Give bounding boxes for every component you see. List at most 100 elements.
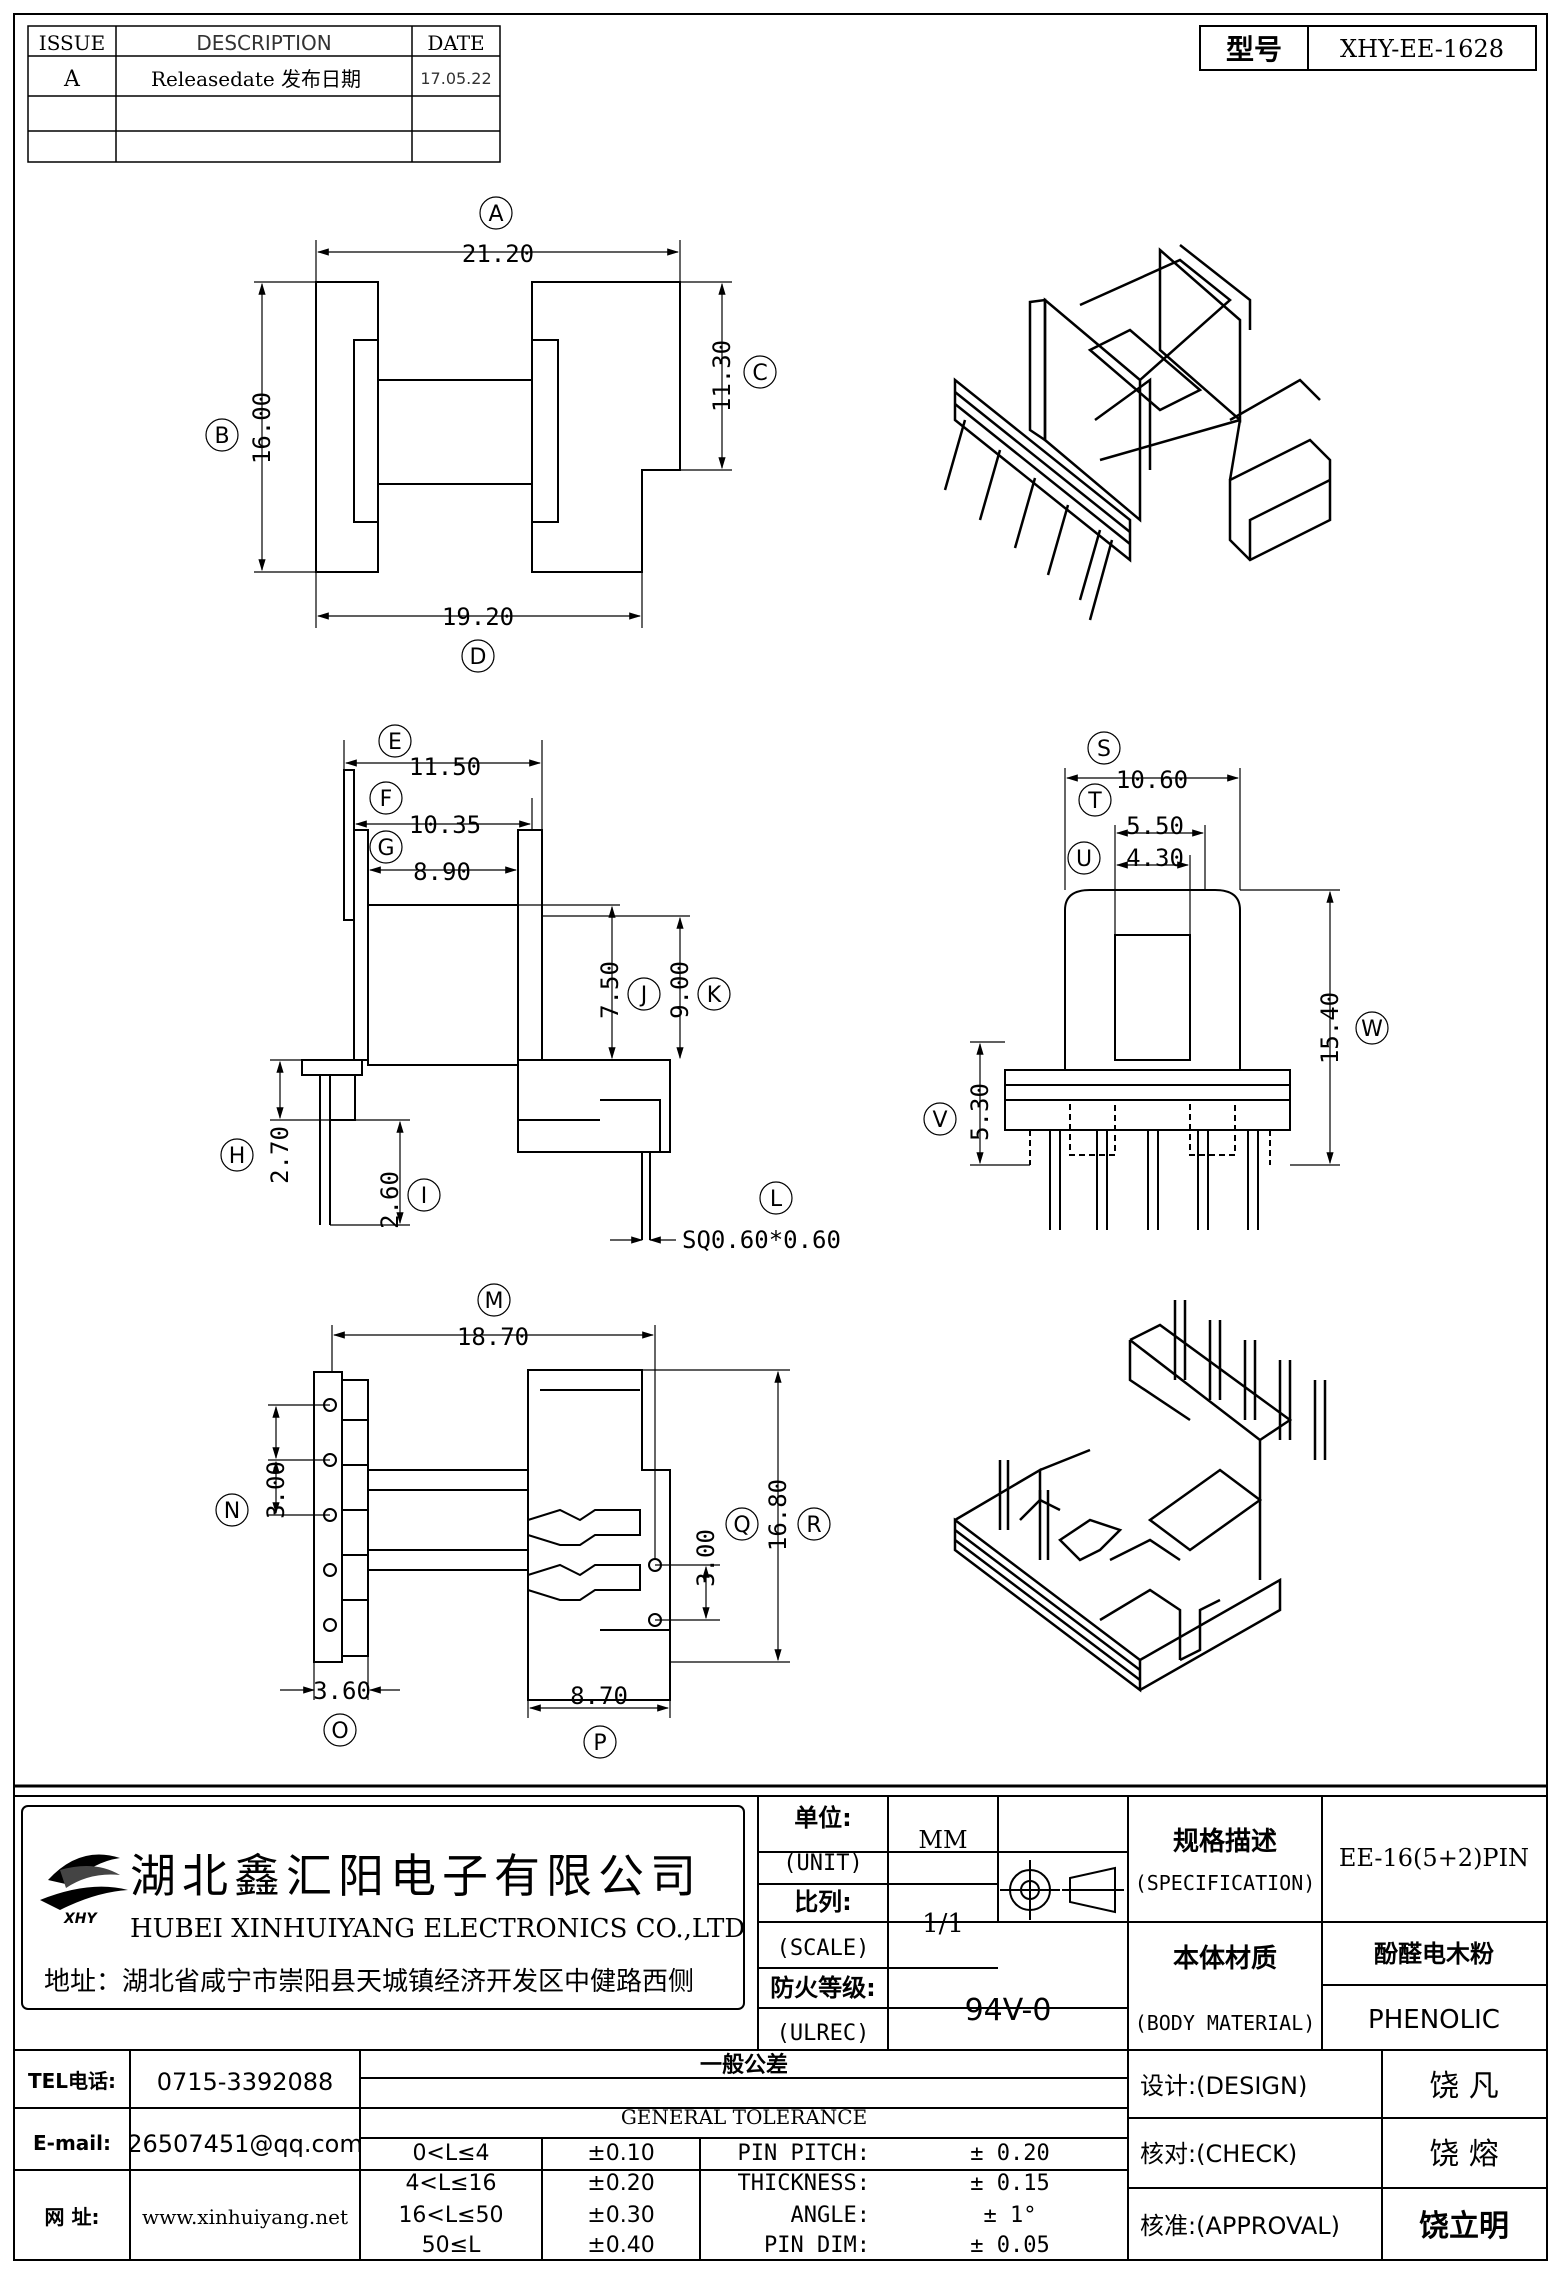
callout-f: F — [369, 781, 403, 815]
callout-e: E — [378, 724, 412, 758]
callout-n: N — [215, 1493, 249, 1527]
svg-text:K: K — [707, 983, 722, 1008]
callout-q: Q — [725, 1507, 759, 1541]
projection-symbol-icon — [1000, 1860, 1124, 1920]
dim-u-value: 4.30 — [1126, 844, 1184, 872]
dim-b-value: 16.00 — [248, 392, 276, 464]
dim-s-value: 10.60 — [1116, 766, 1188, 794]
svg-text:A: A — [488, 202, 503, 227]
callouts: A B C D E F G J K H I L S T U V W M N Q … — [205, 196, 1389, 1759]
svg-text:O: O — [331, 1719, 348, 1744]
callout-m: M — [477, 1283, 511, 1317]
dim-n-value: 3.00 — [262, 1461, 290, 1519]
side-view-dims — [270, 740, 690, 1244]
callout-r: R — [797, 1507, 831, 1541]
tol-value-0: ±0.10 — [587, 2141, 654, 2166]
rev-row-issue: A — [63, 67, 81, 92]
email-label: E-mail: — [33, 2131, 111, 2155]
callout-i: I — [407, 1178, 441, 1212]
web-label: 网 址: — [45, 2205, 100, 2229]
design-name: 饶 凡 — [1429, 2069, 1499, 2104]
dim-o-value: 3.60 — [313, 1677, 371, 1705]
material-label-cn: 本体材质 — [1173, 1944, 1277, 1974]
material-label-en: (BODY MATERIAL) — [1135, 2011, 1316, 2035]
bottom-view-dims — [268, 1325, 790, 1718]
revision-table — [27, 25, 501, 163]
svg-text:Q: Q — [733, 1513, 750, 1538]
tol-range-0: 0<L≤4 — [412, 2141, 489, 2166]
tolerance-others: PIN PITCH: ± 0.20 THICKNESS: ± 0.15 ANGL… — [738, 2141, 1050, 2258]
tol-value-2: ±0.30 — [587, 2203, 654, 2228]
model-value: XHY-EE-1628 — [1340, 35, 1504, 63]
svg-text:T: T — [1087, 789, 1102, 814]
company-address: 地址：湖北省咸宁市崇阳县天城镇经济开发区中健路西侧 — [44, 1967, 694, 1997]
callout-w: W — [1355, 1011, 1389, 1045]
check-name: 饶 熔 — [1429, 2137, 1499, 2172]
approval-name: 饶立明 — [1419, 2209, 1509, 2244]
top-view — [315, 281, 681, 573]
svg-text:S: S — [1097, 737, 1111, 762]
tolerance-ranges: 0<L≤4 ±0.10 4<L≤16 ±0.20 16<L≤50 ±0.30 5… — [398, 2141, 654, 2258]
tol-range-1: 4<L≤16 — [405, 2171, 496, 2196]
web-value: www.xinhuiyang.net — [142, 2205, 348, 2229]
email-value: 26507451@qq.com — [127, 2130, 363, 2158]
dim-q-value: 3.00 — [692, 1529, 720, 1587]
callout-b: B — [205, 418, 239, 452]
svg-text:H: H — [229, 1144, 246, 1169]
tel-label: TEL电话: — [28, 2069, 116, 2093]
logo-text: XHY — [63, 1911, 99, 1927]
bottom-view — [313, 1369, 671, 1701]
callout-h: H — [220, 1138, 254, 1172]
tol-other-label-0: PIN PITCH: — [738, 2141, 870, 2166]
svg-text:V: V — [932, 1108, 947, 1133]
dim-d-value: 19.20 — [442, 603, 514, 631]
callout-u: U — [1067, 841, 1101, 875]
ulrec-label-en: (ULREC) — [777, 2021, 870, 2046]
approval-label: 核准:(APPROVAL) — [1140, 2212, 1340, 2240]
callout-a: A — [479, 196, 513, 230]
ulrec-label-cn: 防火等级: — [770, 1974, 876, 2002]
callout-l: L — [759, 1181, 793, 1215]
rev-row-description: Releasedate 发布日期 — [151, 67, 361, 91]
dim-m-value: 18.70 — [457, 1323, 529, 1351]
scale-value: 1/1 — [922, 1909, 964, 1939]
svg-text:M: M — [485, 1289, 504, 1314]
callout-g: G — [369, 830, 403, 864]
dim-c-value: 11.30 — [708, 340, 736, 412]
svg-text:J: J — [639, 983, 648, 1008]
unit-label-cn: 单位: — [794, 1804, 852, 1832]
material-value-en: PHENOLIC — [1368, 2005, 1500, 2035]
dim-w-value: 15.40 — [1316, 992, 1344, 1064]
dim-f-value: 10.35 — [409, 811, 481, 839]
tol-other-value-1: ± 0.15 — [970, 2171, 1049, 2196]
tolerance-title-en: GENERAL TOLERANCE — [621, 2105, 867, 2129]
svg-text:P: P — [593, 1731, 606, 1756]
callout-p: P — [583, 1725, 617, 1759]
dim-j-value: 7.50 — [596, 961, 624, 1019]
rev-header-description: DESCRIPTION — [196, 31, 331, 55]
scale-label-en: (SCALE) — [777, 1936, 870, 1961]
model-label: 型号 — [1226, 33, 1282, 66]
callout-c: C — [743, 355, 777, 389]
dim-a-value: 21.20 — [462, 240, 534, 268]
rev-header-date: DATE — [427, 31, 484, 55]
top-view-dims — [254, 240, 732, 628]
svg-text:C: C — [752, 361, 767, 386]
tol-range-3: 50≤L — [422, 2233, 481, 2258]
callout-k: K — [697, 977, 731, 1011]
title-block-grid — [13, 1795, 1548, 2261]
dim-p-value: 8.70 — [570, 1682, 628, 1710]
tol-range-2: 16<L≤50 — [398, 2203, 503, 2228]
callout-o: O — [323, 1713, 357, 1747]
front-view-dims — [970, 768, 1340, 1166]
svg-text:U: U — [1076, 847, 1092, 872]
tol-other-value-3: ± 0.05 — [970, 2233, 1049, 2258]
spec-label-en: (SPECIFICATION) — [1135, 1871, 1316, 1895]
svg-text:W: W — [1361, 1017, 1383, 1042]
dim-g-value: 8.90 — [413, 858, 471, 886]
tol-other-value-0: ± 0.20 — [970, 2141, 1049, 2166]
tel-value: 0715-3392088 — [157, 2068, 334, 2096]
tol-other-label-2: ANGLE: — [791, 2203, 870, 2228]
dim-k-value: 9.00 — [666, 961, 694, 1019]
